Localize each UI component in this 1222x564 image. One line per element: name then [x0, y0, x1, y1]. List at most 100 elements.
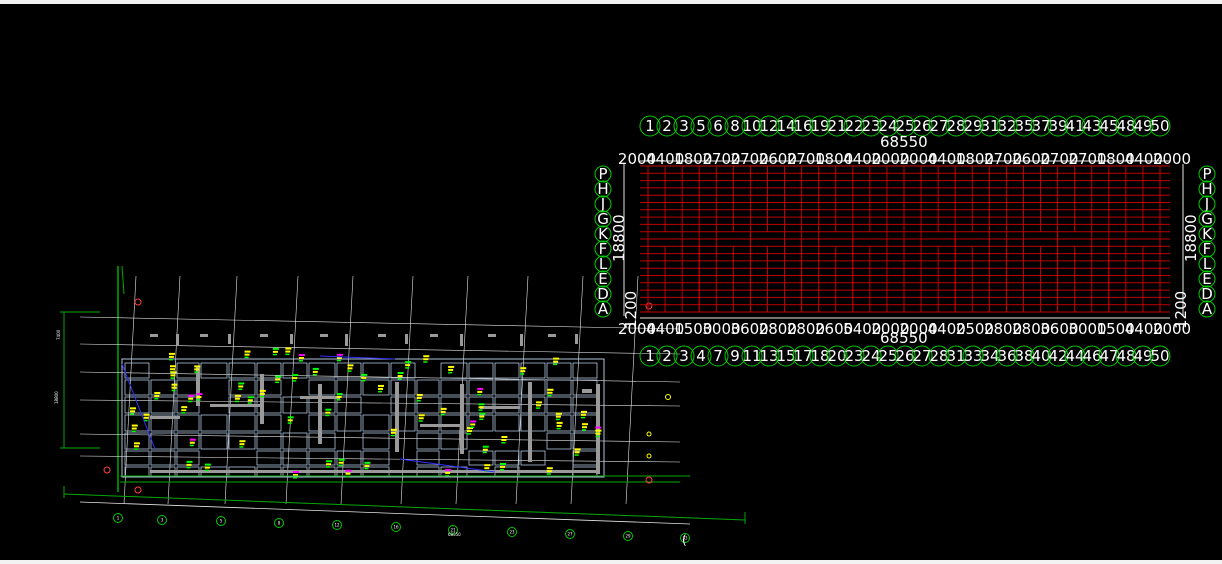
wall-segment — [290, 334, 293, 344]
room-tag — [130, 407, 137, 410]
room-tag — [500, 462, 507, 465]
left-axis-bubble-circle — [594, 165, 612, 183]
room-tag — [390, 431, 396, 434]
left-total-dimension: 18800 — [610, 214, 628, 262]
room-outline — [176, 396, 200, 414]
bottom-axis-bubble-label: 48 — [1116, 347, 1135, 365]
bottom-axis-bubble-label: 25 — [878, 347, 897, 365]
red-axis-marker — [134, 298, 142, 306]
room-outline — [546, 362, 572, 379]
room-tag — [553, 360, 559, 363]
room-tag — [546, 467, 553, 470]
bottom-dimension-text: 3000 — [1068, 320, 1106, 338]
right-axis-bubble-label: F — [1203, 240, 1212, 258]
top-axis-bubble-label: 26 — [912, 117, 931, 135]
room-outline — [440, 414, 468, 432]
bottom-axis-bubble-circle — [979, 345, 1001, 367]
room-tag — [477, 387, 484, 390]
room-outline — [228, 362, 256, 379]
top-dimension-text: 2700 — [731, 150, 769, 168]
room-tag — [247, 399, 253, 402]
top-axis-bubble-circle — [1064, 115, 1086, 137]
room-tag — [595, 435, 600, 438]
right-axis-bubble-label: L — [1203, 255, 1212, 273]
left-axis-bubble-circle — [594, 255, 612, 273]
bottom-dimension-text: 2000 — [1153, 320, 1191, 338]
floor-plan-axis-bubble-label: 1 — [117, 516, 120, 521]
floor-plan-axis-bubble — [274, 518, 284, 528]
room-tag — [171, 383, 178, 386]
room-tag — [326, 466, 331, 468]
room-tag — [574, 454, 579, 456]
top-axis-bubble-circle — [673, 115, 695, 137]
room-tag — [500, 468, 505, 471]
room-tag — [188, 394, 195, 397]
room-tag — [536, 407, 541, 409]
top-axis-bubble-circle — [826, 115, 848, 137]
top-dimension-text: 4400 — [1125, 150, 1163, 168]
bottom-dimension-text: 2000 — [899, 320, 937, 338]
room-outline — [416, 396, 440, 414]
room-outline — [256, 362, 282, 379]
right-axis-bubble-label: K — [1202, 225, 1213, 243]
wall-segment — [405, 334, 408, 344]
floor-plan-small-dimension: 7400 — [56, 329, 61, 340]
room-tag — [555, 412, 562, 415]
room-tag — [482, 451, 487, 454]
room-tag — [336, 396, 342, 399]
room-tag — [189, 438, 196, 441]
room-tag — [416, 396, 422, 399]
floor-plan-vertical-dimension: 18800 — [54, 391, 59, 404]
room-tag — [574, 451, 580, 454]
floor-plan-axis-bubble — [565, 529, 575, 539]
room-outline — [494, 396, 520, 414]
room-outline — [200, 414, 228, 432]
room-tag — [556, 427, 561, 430]
wall-segment — [150, 334, 158, 337]
room-tag — [484, 464, 491, 467]
room-tag — [478, 406, 484, 409]
bottom-axis-bubble-circle — [656, 345, 678, 367]
room-tag — [239, 446, 244, 448]
room-tag — [292, 377, 298, 380]
room-tag — [171, 386, 177, 389]
bottom-axis-bubble-label: 24 — [861, 347, 880, 365]
bottom-axis-bubble-circle — [1115, 345, 1137, 367]
room-tag — [143, 413, 150, 416]
room-tag — [293, 474, 299, 477]
room-tag — [275, 375, 282, 378]
room-tag — [336, 353, 343, 356]
wall-segment — [150, 416, 180, 419]
wall-segment — [596, 384, 600, 474]
room-tag — [259, 389, 266, 392]
top-axis-bubble-circle — [1115, 115, 1137, 137]
room-outline — [468, 450, 494, 466]
room-tag — [272, 350, 278, 353]
right-axis-bubble-label: D — [1201, 285, 1213, 303]
bottom-dimension-text: 4400 — [1125, 320, 1163, 338]
room-tag — [416, 393, 423, 396]
room-outline — [440, 432, 468, 450]
room-outline — [390, 414, 416, 432]
bottom-dimension-text: 3600 — [731, 320, 769, 338]
room-tag — [378, 390, 383, 393]
floor-plan-total-dimension: 68550 — [448, 532, 461, 537]
red-axis-marker — [645, 476, 653, 484]
wall-segment — [210, 404, 260, 407]
room-outline — [124, 396, 150, 414]
top-axis-bubble-label: 19 — [810, 117, 829, 135]
bottom-axis-bubble-circle — [1132, 345, 1154, 367]
room-tag — [405, 361, 412, 364]
room-tag — [347, 367, 353, 370]
top-axis-bubble-label: 22 — [844, 117, 863, 135]
red-axis-marker — [645, 302, 653, 310]
vertical-axis-line — [340, 275, 354, 505]
room-outline — [546, 379, 572, 396]
top-axis-bubble-circle — [1149, 115, 1171, 137]
bottom-axis-bubble-label: 27 — [912, 347, 931, 365]
